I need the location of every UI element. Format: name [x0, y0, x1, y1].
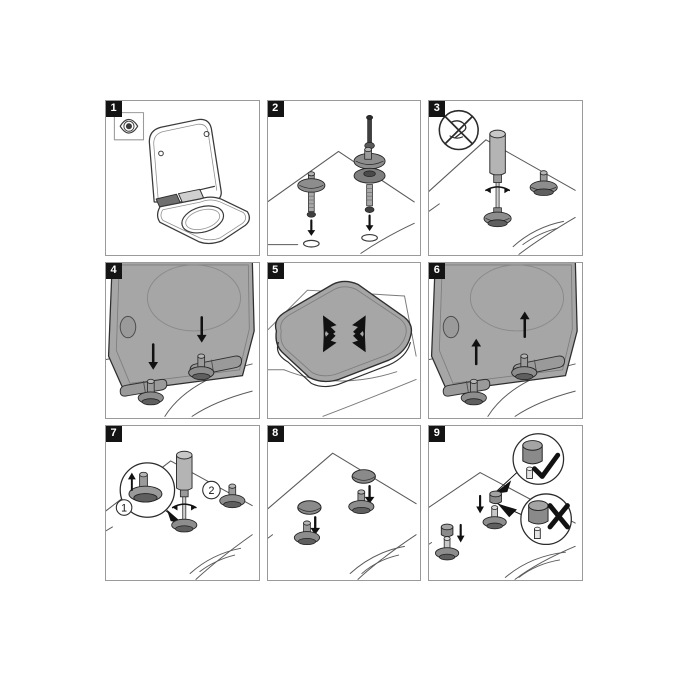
bolt-assembly-center [171, 518, 198, 533]
rotate-icon [171, 503, 197, 511]
panel-number-badge: 2 [267, 101, 284, 117]
bolt-assembly-right [188, 353, 215, 381]
arrow-up-right [520, 311, 530, 339]
ceramic-bowl-top [429, 139, 577, 255]
panel-grid: 1 [105, 100, 583, 581]
screwdriver [176, 450, 193, 525]
panel-number-badge: 6 [429, 263, 446, 280]
panel-2-assemble-hardware: 2 [266, 100, 422, 257]
cover-cap-middle [489, 490, 503, 504]
ceramic-bowl-top [267, 452, 417, 580]
panel-7-secure-and-rotate: 7 [105, 424, 260, 581]
panel-4-lower-seat: 4 [105, 262, 260, 419]
cover-cap-incorrect [528, 499, 549, 525]
arrow-down-left [310, 515, 320, 535]
seat-underside [107, 263, 255, 397]
bolt-assembly-right [347, 489, 375, 514]
correct-seating-detail [493, 432, 565, 495]
hinge-bar-left [443, 379, 491, 397]
cover-cap-correct [522, 439, 544, 464]
seat-lid [148, 118, 222, 203]
panel-number-badge: 1 [105, 101, 122, 117]
arrow-down-front [457, 523, 465, 543]
hinge-bar-left [119, 379, 168, 397]
arrow-down-right [365, 214, 374, 232]
screwdriver [489, 129, 507, 211]
panel-number-badge: 5 [267, 263, 284, 280]
panel-number-badge: 4 [105, 263, 122, 280]
cover-cap-front [441, 523, 454, 537]
seat-closed [274, 281, 412, 388]
panel-5-align-seat: 5 [266, 262, 422, 419]
panel-3-tighten-by-hand: 3 [428, 100, 583, 257]
four-way-align-icon [322, 315, 366, 353]
cross-icon [547, 502, 571, 530]
panel-9-illustration [429, 426, 582, 580]
mounting-plate-lower [353, 167, 386, 184]
panel-6-illustration [429, 263, 582, 418]
callout-label-1: 1 [121, 502, 127, 514]
panel-number-badge: 8 [267, 425, 284, 442]
panel-number-badge: 7 [105, 425, 122, 442]
panel-9-check-cap-seating: 9 [428, 424, 583, 581]
arrow-down-right [364, 484, 375, 504]
bolt-assembly-right [511, 353, 538, 381]
panel-8-fit-cover-caps: 8 [266, 424, 422, 581]
arrow-down-left [307, 219, 315, 236]
bolt-assembly-right [353, 115, 386, 242]
seat-underside [431, 263, 579, 397]
bolt-assembly-left [293, 520, 320, 545]
panel-3-illustration [429, 101, 582, 255]
bolt-assembly-right [219, 483, 246, 508]
check-icon [532, 452, 561, 479]
eye-icon [113, 112, 145, 141]
arrow-down-left [148, 343, 159, 371]
detail-callout-one: 1 [115, 461, 183, 524]
seat-ring [156, 196, 250, 245]
panel-6-lift-seat: 6 [428, 262, 583, 419]
panel-7-illustration: 1 2 [106, 426, 259, 580]
panel-number-badge: 9 [429, 425, 446, 442]
panel-8-illustration [267, 426, 421, 580]
arrow-up-left [471, 339, 482, 366]
callout-label-2: 2 [208, 485, 214, 497]
ceramic-bowl-top [267, 150, 415, 254]
no-power-tool-icon [438, 109, 480, 151]
detail-callout-two: 2 [202, 480, 221, 499]
bolt-assembly-left [296, 171, 326, 248]
incorrect-seating-detail [497, 492, 573, 545]
bolt-assembly-center [483, 207, 512, 228]
rotate-icon [485, 186, 511, 194]
mounting-plate-upper [353, 147, 386, 170]
cover-cap-left [296, 499, 322, 515]
cover-cap-right [351, 468, 376, 484]
panel-number-badge: 3 [429, 101, 446, 117]
bolt-assembly-right [529, 170, 559, 196]
arrow-down-right [196, 316, 207, 343]
bolt-assembly-left [137, 379, 164, 406]
arrow-down-middle [476, 494, 485, 514]
panel-2-illustration [267, 101, 421, 255]
panel-5-illustration [267, 263, 421, 418]
bolt-assembly-middle [482, 504, 508, 529]
panel-1-inspect-seat: 1 [105, 100, 260, 257]
panel-1-illustration [106, 101, 259, 255]
bolt-assembly-left [461, 379, 488, 406]
panel-4-illustration [106, 263, 259, 418]
bolt-assembly-front [435, 535, 460, 560]
